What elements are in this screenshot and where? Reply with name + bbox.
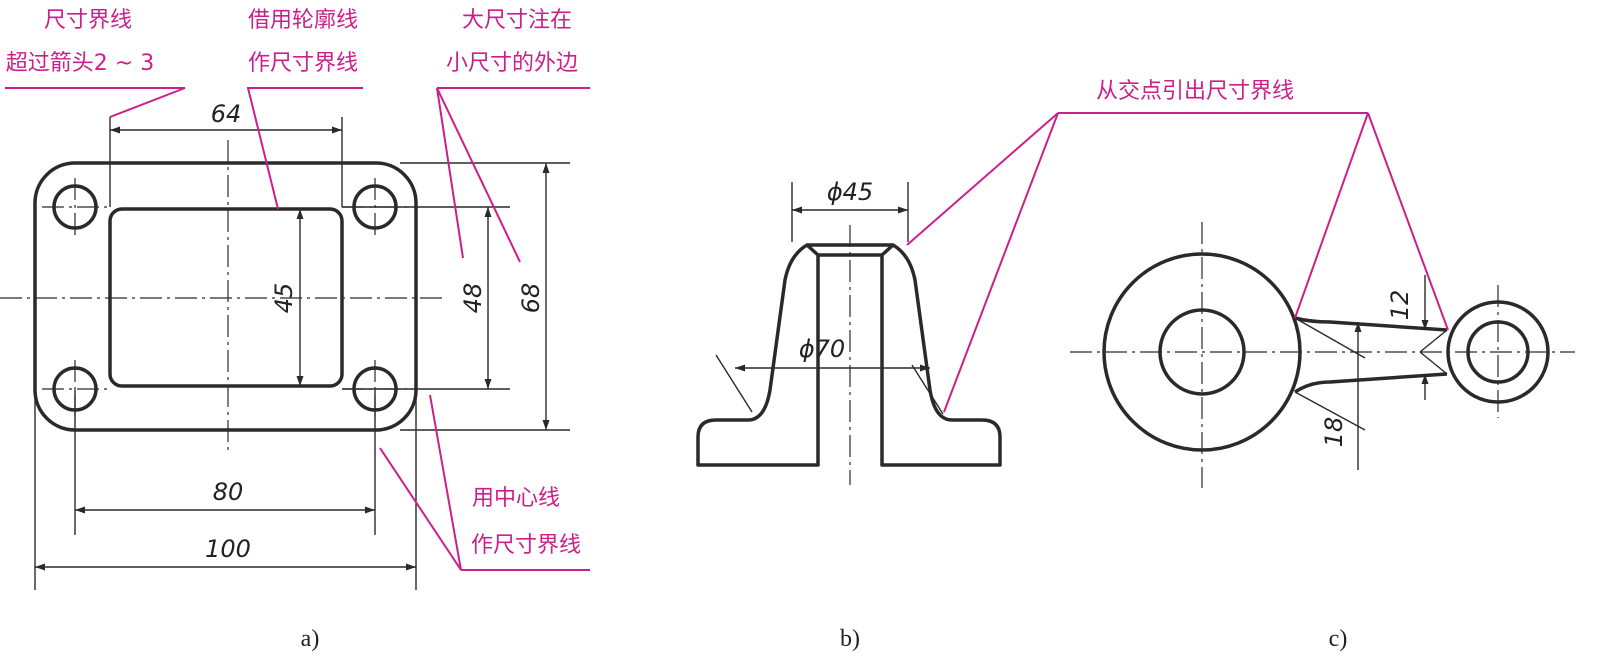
- dim-48: 48: [459, 283, 487, 314]
- dim-100: 100: [205, 535, 251, 563]
- note-large-1: 大尺寸注在: [462, 8, 572, 33]
- leader-borrow: [246, 87, 363, 210]
- figure-c: 12 18 c): [1070, 222, 1575, 652]
- section-hatch-left: [696, 243, 820, 467]
- leader-c-left: [1294, 112, 1369, 319]
- figure-b: ϕ45 ϕ70 b): [696, 178, 1002, 652]
- note-intersection: 从交点引出尺寸界线: [1096, 79, 1294, 104]
- extension-lines-a: [34, 117, 570, 590]
- leader-ext-line: [5, 87, 186, 118]
- dim-64: 64: [211, 100, 242, 128]
- note-borrow-2: 作尺寸界线: [248, 51, 358, 76]
- dim-12: 12: [1386, 290, 1414, 321]
- note-large-2: 小尺寸的外边: [446, 51, 578, 76]
- note-borrow-1: 借用轮廓线: [248, 8, 358, 33]
- leader-b-bottom: [943, 112, 1059, 413]
- leader-c-right: [1367, 112, 1449, 331]
- note-ext-line-2: 超过箭头2 ~ 3: [6, 51, 154, 76]
- caption-a: a): [301, 626, 320, 652]
- leader-b-top: [906, 112, 1059, 246]
- caption-c: c): [1329, 626, 1348, 652]
- section-hatch-right: [880, 243, 1002, 467]
- dim-80: 80: [213, 478, 244, 506]
- caption-b: b): [840, 626, 860, 652]
- rib-lower: [1294, 372, 1448, 394]
- dim-68: 68: [517, 283, 545, 314]
- shared-annotation: 从交点引出尺寸界线: [906, 79, 1449, 413]
- dim-phi70: ϕ70: [799, 335, 845, 363]
- note-ext-line-1: 尺寸界线: [44, 8, 132, 33]
- figure-a: 64 80 100 45 48 68 尺寸界线 超过箭头2 ~ 3 借用轮廓线 …: [0, 8, 590, 652]
- leader-large: [436, 87, 521, 263]
- dim-phi45: ϕ45: [827, 178, 873, 206]
- annotations-a: 尺寸界线 超过箭头2 ~ 3 借用轮廓线 作尺寸界线 大尺寸注在 小尺寸的外边 …: [5, 8, 590, 571]
- note-center-1: 用中心线: [472, 486, 560, 511]
- dim-45: 45: [270, 283, 298, 314]
- dim-18: 18: [1320, 417, 1348, 448]
- leader-center: [379, 394, 462, 571]
- plate-outline: [33, 161, 418, 432]
- dimension-texts-a: 64 80 100 45 48 68: [205, 100, 545, 563]
- rib-upper: [1294, 316, 1448, 332]
- dimension-lines-a: [35, 126, 550, 571]
- note-center-2: 作尺寸界线: [471, 533, 581, 558]
